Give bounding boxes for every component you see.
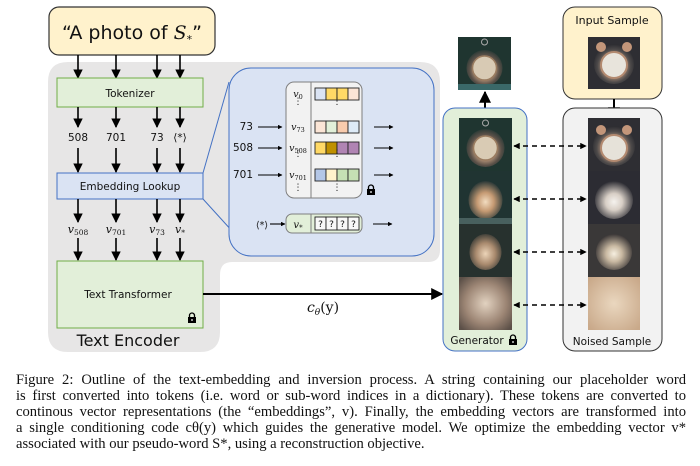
- vector-arrows-top: [73, 199, 185, 223]
- generator-step-image: [459, 277, 512, 330]
- noised-step-image: [588, 171, 640, 224]
- noised-images: [588, 118, 640, 330]
- vertical-ellipsis: ⋮: [294, 97, 303, 107]
- lookup-input-id: 508: [233, 142, 253, 154]
- input-sample-image: [588, 37, 640, 89]
- reconstruction-arrows: [513, 142, 587, 309]
- noised-step-image: [588, 277, 640, 330]
- tokenizer-box: [56, 77, 204, 108]
- embedding-cell: [325, 120, 338, 134]
- vertical-ellipsis: ⋮: [294, 149, 303, 159]
- lookup-input-id: 701: [233, 169, 253, 181]
- embedding-cell: [336, 120, 349, 134]
- embedding-lookup-box: [56, 172, 204, 200]
- embedding-cell: [347, 120, 360, 134]
- caption-line: is first converted into tokens (i.e. wor…: [16, 388, 686, 404]
- vertical-ellipsis: ⋮: [333, 149, 342, 159]
- embedding-vector: v508: [68, 223, 89, 237]
- lookup-input-id: 73: [240, 121, 253, 133]
- lookup-row-label: v0: [293, 89, 303, 101]
- embedding-cell: [314, 120, 327, 134]
- lookup-row-label: v508: [289, 143, 307, 155]
- tokenizer-label: Tokenizer: [104, 88, 155, 100]
- noised-step-image: [588, 118, 640, 171]
- embedding-cell: [336, 168, 349, 182]
- zoom-connector-top: [202, 81, 230, 174]
- token-arrows-bottom: [73, 148, 185, 173]
- lock-icon: [509, 334, 517, 345]
- embedding-cell: [314, 168, 327, 182]
- embedding-cell: [314, 87, 327, 101]
- embedding-vector: v701: [106, 223, 127, 237]
- prompt-arrows: [73, 55, 185, 79]
- figure-caption: Figure 2: Outline of the text-embedding …: [16, 372, 686, 452]
- zoom-connector-bottom: [202, 198, 234, 233]
- noised-step-image: [588, 224, 640, 277]
- caption-line: a single conditioning code cθ(y) which g…: [16, 420, 686, 436]
- placeholder-vector: v*: [293, 220, 303, 232]
- placeholder-cell: [347, 216, 360, 231]
- vertical-ellipsis: ⋮: [333, 183, 342, 193]
- noised-sample-label: Noised Sample: [573, 336, 652, 348]
- caption-line: continous vector representations (the “e…: [16, 404, 686, 420]
- placeholder-cell-label: ?: [351, 220, 356, 230]
- embedding-vector: v*: [175, 223, 185, 237]
- text-transformer-label: Text Transformer: [83, 289, 172, 301]
- token-ids: 508 701 73 ⟨*⟩: [68, 132, 187, 144]
- caption-line: associated with our pseudo-word S*, usin…: [16, 436, 425, 452]
- lookup-row-label: v73: [291, 122, 305, 134]
- token-id: 508: [68, 132, 88, 144]
- embedding-cell: [347, 168, 360, 182]
- prompt-box: [48, 6, 216, 56]
- generator-images: [459, 118, 512, 330]
- placeholder-input: ⟨*⟩: [256, 220, 268, 231]
- embedding-cell: [347, 87, 360, 101]
- embedding-vector: v73: [149, 223, 165, 237]
- generated-output-image: [458, 37, 511, 90]
- generator-label: Generator: [450, 335, 504, 347]
- prompt-text: “A photo of S*”: [62, 22, 202, 46]
- lock-icon: [367, 184, 375, 195]
- vector-arrows-bottom: [73, 238, 185, 261]
- token-id: ⟨*⟩: [173, 132, 186, 144]
- embedding-cell: [325, 168, 338, 182]
- text-transformer-box: [56, 260, 204, 329]
- placeholder-cell-label: ?: [340, 220, 345, 230]
- generator-step-image: [459, 171, 512, 224]
- caption-line: Figure 2: Outline of the text-embedding …: [16, 372, 686, 388]
- embedding-cell: [314, 141, 327, 155]
- embedding-cell: [347, 141, 360, 155]
- generator-step-image: [459, 118, 512, 171]
- token-id: 701: [106, 132, 126, 144]
- generator-step-image: [459, 224, 512, 277]
- input-sample-label: Input Sample: [575, 14, 648, 27]
- token-arrows-top: [73, 107, 185, 128]
- text-encoder-label: Text Encoder: [76, 331, 180, 350]
- vertical-ellipsis: ⋮: [333, 97, 342, 107]
- conditioning-label: cθ(y): [307, 300, 339, 318]
- embedding-lookup-label: Embedding Lookup: [80, 181, 181, 193]
- embedding-vectors: v508 v701 v73 v*: [68, 223, 186, 237]
- figure-diagram: Text Encoder “A photo of S*” Tokenizer 5…: [48, 6, 663, 352]
- vertical-ellipsis: ⋮: [294, 183, 303, 193]
- lock-icon: [188, 312, 196, 323]
- placeholder-cell-label: ?: [329, 220, 334, 230]
- placeholder-cell-label: ?: [318, 220, 323, 230]
- token-id: 73: [150, 132, 163, 144]
- lookup-row-label: v701: [289, 170, 307, 182]
